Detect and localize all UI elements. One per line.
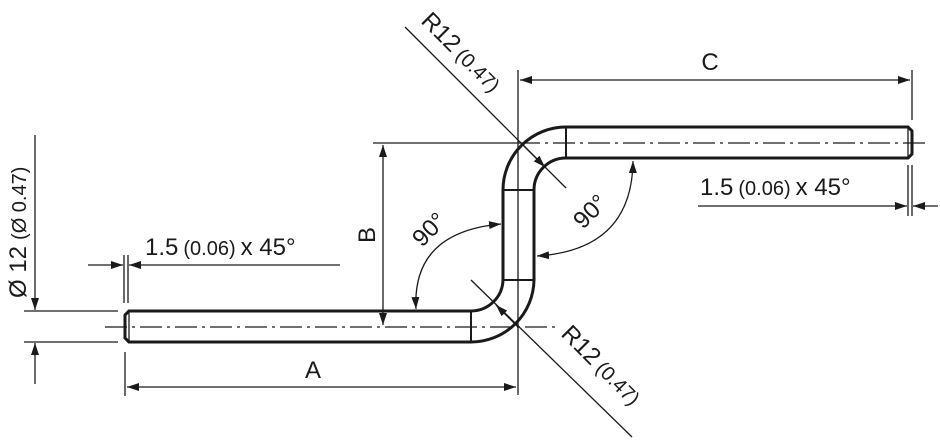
angle-left: 90° — [407, 207, 502, 310]
radius-bottom-label: R12(0.47) — [556, 320, 647, 411]
centerlines — [105, 70, 930, 395]
angle-right-label: 90° — [568, 189, 613, 234]
chamfer-left-dimension: 1.5(0.06)x 45° — [88, 234, 340, 303]
radius-top: R12(0.47) — [404, 7, 567, 189]
dimension-c: C — [520, 49, 913, 120]
chamfer-left-label: 1.5(0.06)x 45° — [145, 234, 296, 261]
dimension-c-label: C — [701, 49, 718, 76]
chamfer-right-label: 1.5(0.06)x 45° — [700, 174, 851, 201]
dimension-b: B — [354, 142, 518, 325]
dimension-a-label: A — [305, 357, 321, 384]
angle-right: 90° — [536, 160, 637, 260]
radius-bottom: R12(0.47) — [470, 279, 647, 438]
chamfer-right-dimension: 1.5(0.06)x 45° — [698, 165, 938, 216]
diameter-dimension: Ø 12(Ø 0.47) — [5, 135, 118, 384]
angle-left-label: 90° — [407, 207, 452, 252]
diameter-label: Ø 12(Ø 0.47) — [5, 167, 32, 298]
radius-top-label: R12(0.47) — [416, 7, 507, 98]
dimension-a: A — [124, 352, 516, 396]
dimension-b-label: B — [354, 227, 381, 243]
